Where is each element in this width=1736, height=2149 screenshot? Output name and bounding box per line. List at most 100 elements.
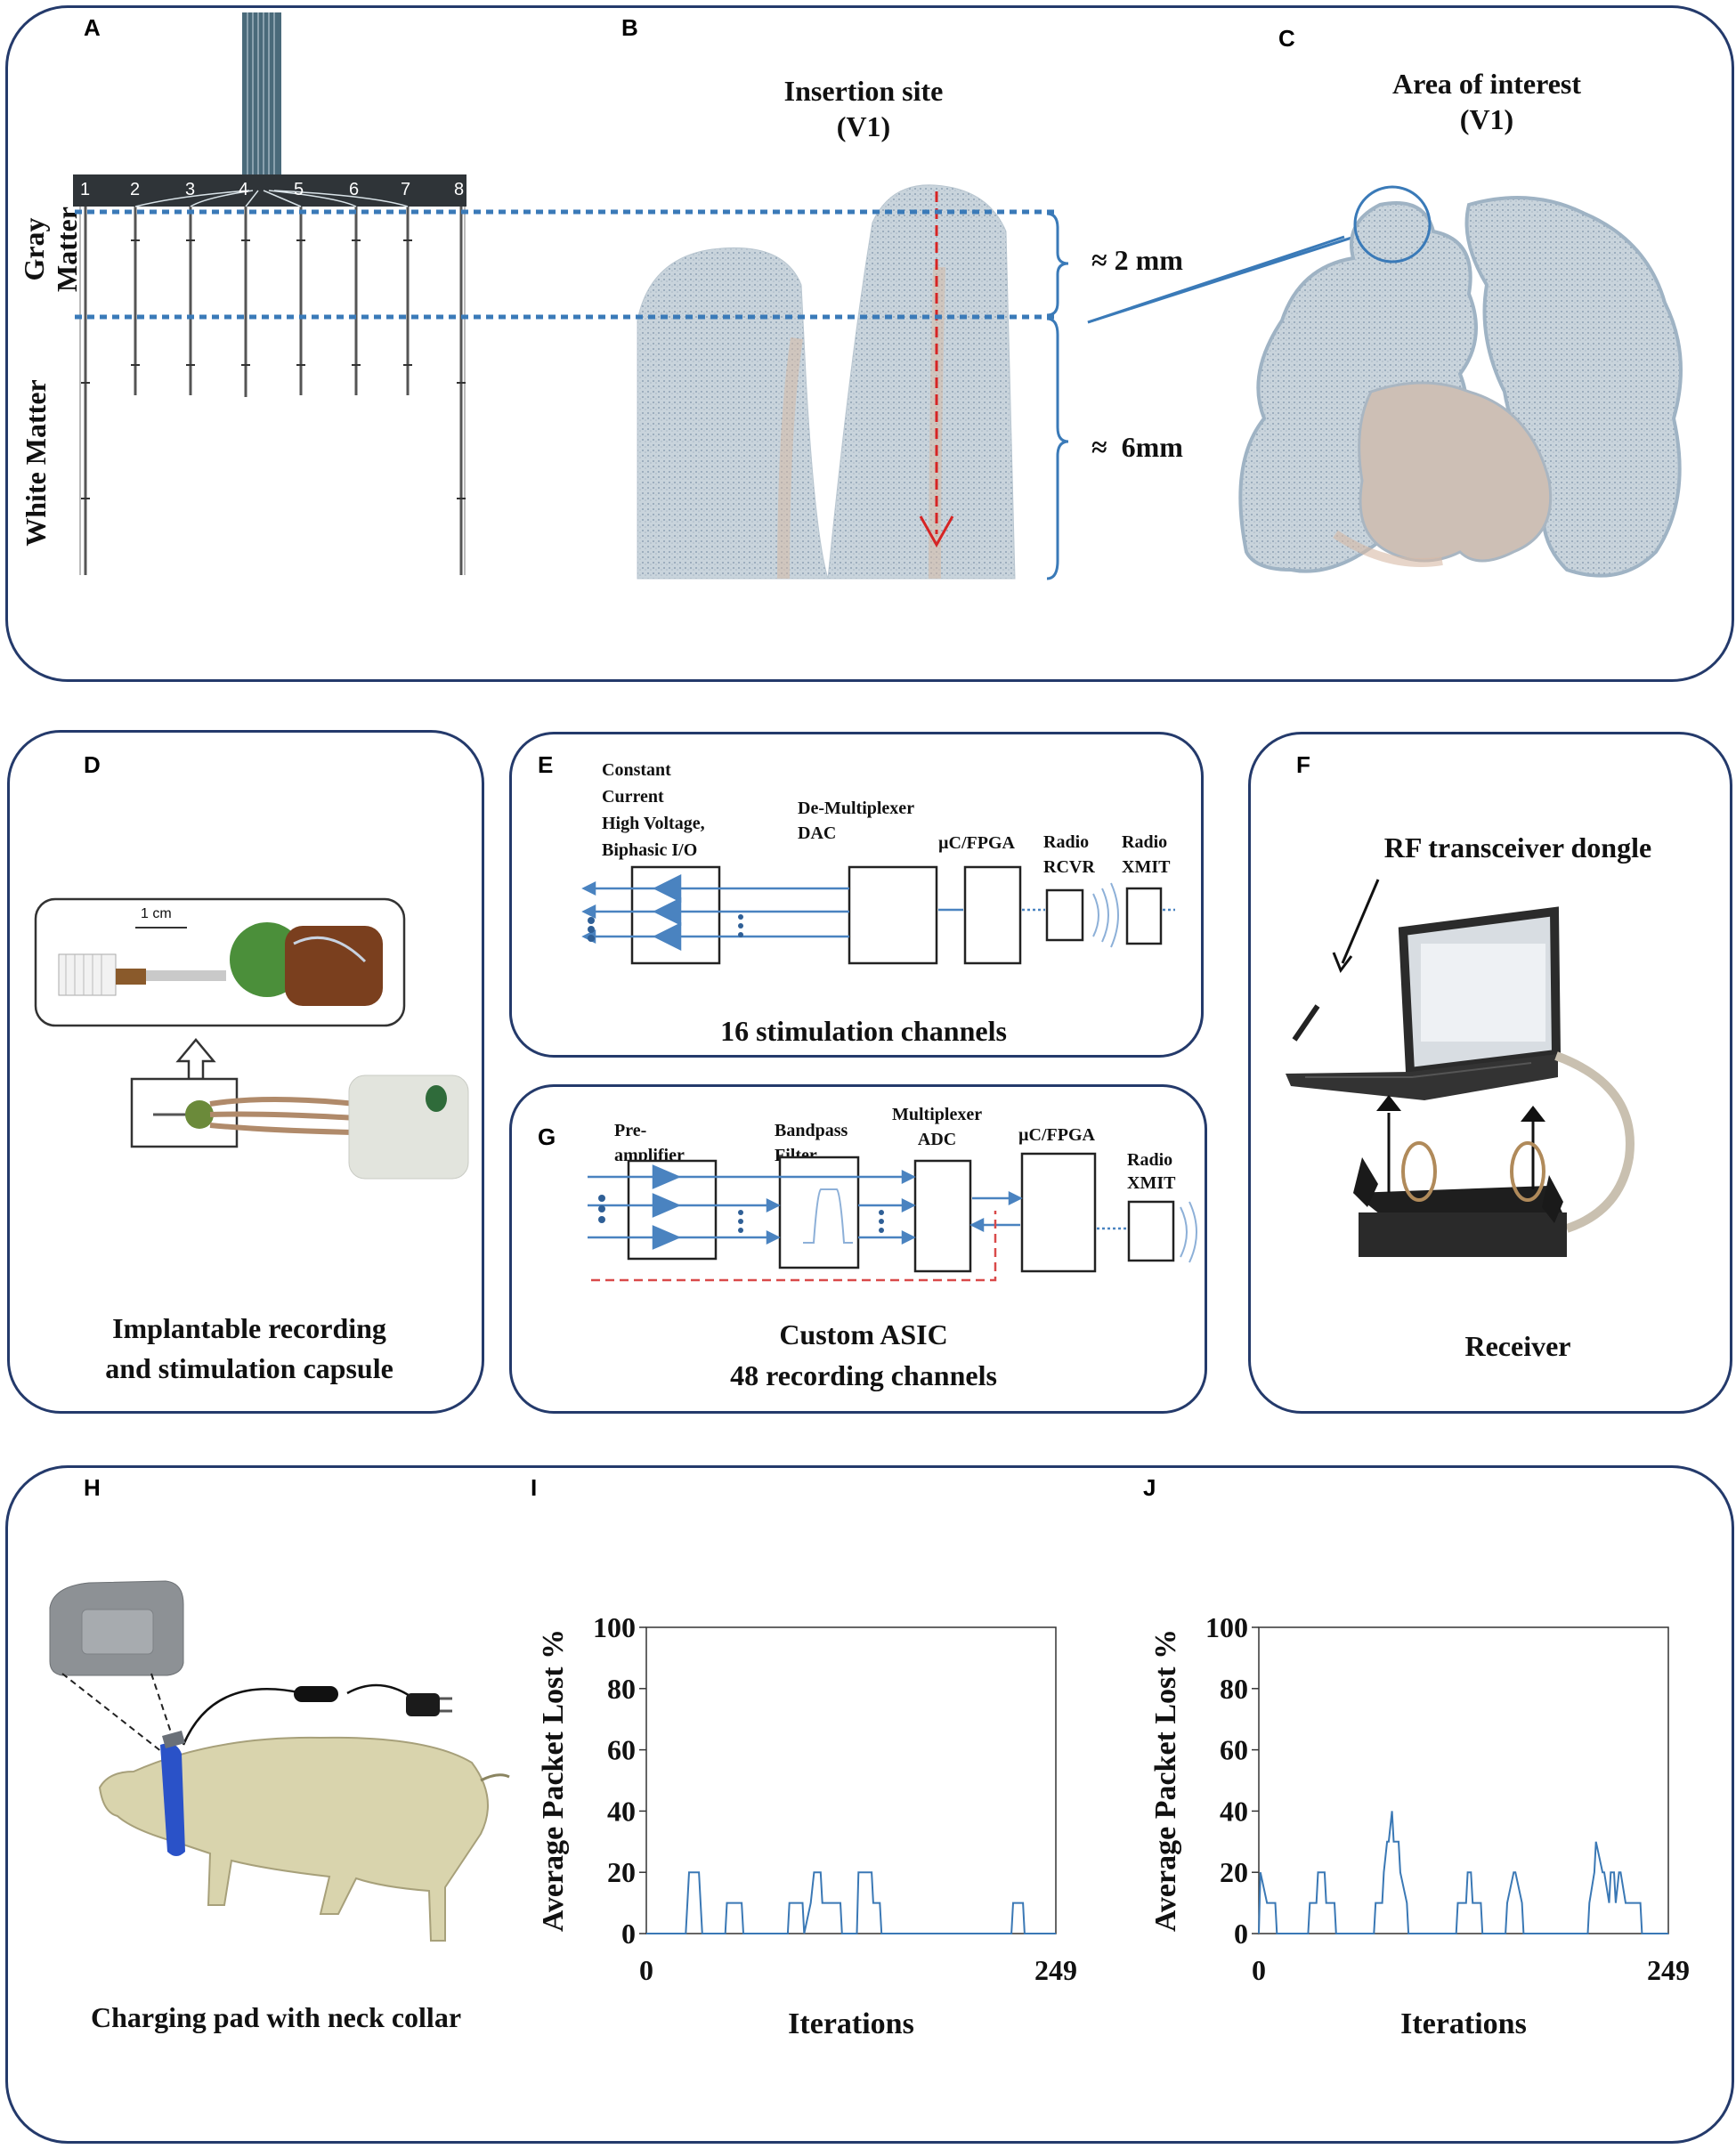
e-block1-line: Current bbox=[602, 787, 664, 807]
electrode-numbers: 1 2 3 4 5 6 7 8 bbox=[73, 176, 466, 205]
e-block5-label: Radio XMIT bbox=[1122, 830, 1170, 880]
g-block2-line: Bandpass bbox=[775, 1121, 848, 1140]
electrode-array-figure bbox=[73, 12, 466, 575]
panel-d-label: D bbox=[84, 751, 101, 778]
g-block5-line: XMIT bbox=[1127, 1173, 1176, 1193]
x-tick-label: 249 bbox=[1034, 1954, 1077, 1986]
y-tick-label: 40 bbox=[607, 1795, 636, 1827]
panel-j-label: J bbox=[1143, 1474, 1156, 1501]
pig-charging-illustration bbox=[49, 1580, 510, 1942]
e-block2-label: De-Multiplexer DAC bbox=[798, 796, 914, 846]
panel-f-caption: Receiver bbox=[1464, 1330, 1571, 1362]
y-tick-label: 40 bbox=[1220, 1795, 1248, 1827]
e-block5-line: XMIT bbox=[1122, 857, 1171, 877]
electrode-number: 3 bbox=[185, 180, 196, 199]
y-tick-label: 0 bbox=[1234, 1918, 1248, 1950]
panel-h-caption: Charging pad with neck collar bbox=[90, 2001, 462, 2033]
panel-abc-frame bbox=[5, 5, 1734, 682]
y-tick-label: 20 bbox=[1220, 1856, 1248, 1888]
panel-f-title: RF transceiver dongle bbox=[1383, 831, 1652, 864]
stimulation-block-diagram bbox=[581, 865, 1175, 965]
insertion-site-title-line1: Insertion site bbox=[783, 75, 944, 107]
insertion-site-image bbox=[75, 184, 1367, 580]
x-tick-label: 0 bbox=[639, 1954, 653, 1986]
g-block3-line: Multiplexer bbox=[892, 1105, 983, 1124]
panel-e-caption: 16 stimulation channels bbox=[720, 1015, 1007, 1047]
x-axis-label: Iterations bbox=[1400, 2007, 1527, 2040]
brain-slice-image bbox=[1238, 185, 1683, 578]
depth-gray-label: ≈ 2 mm bbox=[1091, 244, 1183, 276]
y-tick-label: 60 bbox=[607, 1734, 636, 1766]
e-block4-label: Radio RCVR bbox=[1043, 830, 1095, 880]
y-axis-label: Average Packet Lost % bbox=[1149, 1629, 1182, 1932]
panel-g-caption-line1: Custom ASIC bbox=[779, 1318, 948, 1350]
panel-f-label: F bbox=[1296, 751, 1310, 778]
x-tick-label: 249 bbox=[1647, 1954, 1690, 1986]
panel-d-caption-line1: Implantable recording bbox=[112, 1312, 386, 1344]
panel-i-label: I bbox=[531, 1474, 538, 1501]
panel-d-frame bbox=[7, 730, 484, 1414]
depth-white-label: ≈ 6mm bbox=[1091, 431, 1183, 463]
y-tick-label: 100 bbox=[1205, 1611, 1248, 1643]
e-block2-line: DAC bbox=[798, 823, 837, 843]
implant-capsule-photo bbox=[34, 897, 469, 1180]
e-block5-line: Radio bbox=[1122, 832, 1168, 852]
g-block5-label: Radio XMIT bbox=[1127, 1148, 1175, 1195]
e-block1-line: Constant bbox=[602, 760, 671, 780]
e-block2-line: De-Multiplexer bbox=[798, 799, 915, 818]
e-block3-label: µC/FPGA bbox=[938, 833, 1015, 853]
electrode-number: 7 bbox=[401, 180, 411, 199]
y-tick-label: 20 bbox=[607, 1856, 636, 1888]
panel-c-label: C bbox=[1278, 25, 1295, 52]
panel-hij-frame bbox=[5, 1465, 1734, 2144]
panel-h-label: H bbox=[84, 1474, 101, 1501]
y-tick-label: 60 bbox=[1220, 1734, 1248, 1766]
electrode-number: 1 bbox=[80, 180, 91, 199]
area-title-line1: Area of interest bbox=[1391, 68, 1582, 100]
panel-d-caption: Implantable recording and stimulation ca… bbox=[36, 1309, 463, 1389]
e-block1-line: Biphasic I/O bbox=[602, 840, 698, 860]
recording-block-diagram bbox=[588, 1152, 1197, 1282]
g-block5-line: Radio bbox=[1127, 1150, 1173, 1170]
electrode-number: 6 bbox=[349, 180, 360, 199]
y-axis-label: Average Packet Lost % bbox=[537, 1629, 570, 1932]
area-title-line2: (V1) bbox=[1459, 103, 1514, 135]
panel-f-frame bbox=[1248, 732, 1732, 1414]
panel-e-label: E bbox=[538, 751, 554, 778]
insertion-site-title: Insertion site (V1) bbox=[730, 73, 997, 144]
panel-g-frame bbox=[509, 1084, 1207, 1414]
g-block4-label: µC/FPGA bbox=[1018, 1125, 1095, 1145]
y-tick-label: 80 bbox=[1220, 1673, 1248, 1705]
panel-a-label: A bbox=[84, 14, 101, 41]
series-line bbox=[1258, 1811, 1668, 1934]
e-block4-line: RCVR bbox=[1043, 857, 1095, 877]
y-tick-label: 0 bbox=[621, 1918, 636, 1950]
e-block1-line: High Voltage, bbox=[602, 814, 705, 833]
electrode-number: 2 bbox=[130, 180, 141, 199]
electrode-number: 4 bbox=[239, 180, 249, 199]
scale-bar-label: 1 cm bbox=[141, 906, 172, 921]
g-block3-line: ADC bbox=[917, 1130, 957, 1149]
insertion-site-title-line2: (V1) bbox=[836, 110, 891, 142]
x-tick-label: 0 bbox=[1252, 1954, 1266, 1986]
g-block1-line: Pre- bbox=[614, 1121, 647, 1140]
x-axis-label: Iterations bbox=[788, 2007, 914, 2040]
receiver-laptop-photo bbox=[1286, 879, 1635, 1257]
g-block3-label: Multiplexer ADC bbox=[892, 1102, 982, 1152]
panel-e-frame bbox=[509, 732, 1204, 1058]
y-tick-label: 100 bbox=[593, 1611, 636, 1643]
panel-d-caption-line2: and stimulation capsule bbox=[105, 1352, 393, 1384]
e-block1-label: Constant Current High Voltage, Biphasic … bbox=[602, 757, 705, 864]
panel-g-caption: Custom ASIC 48 recording channels bbox=[605, 1314, 1122, 1396]
panel-b-label: B bbox=[621, 14, 638, 41]
panel-g-label: G bbox=[538, 1123, 556, 1150]
series-line bbox=[646, 1871, 1056, 1934]
electrode-number: 8 bbox=[454, 180, 465, 199]
y-tick-label: 80 bbox=[607, 1673, 636, 1705]
e-block4-line: Radio bbox=[1043, 832, 1090, 852]
plot-area bbox=[645, 1626, 1057, 1934]
area-of-interest-title: Area of interest (V1) bbox=[1335, 66, 1638, 137]
plot-area bbox=[1258, 1626, 1669, 1934]
